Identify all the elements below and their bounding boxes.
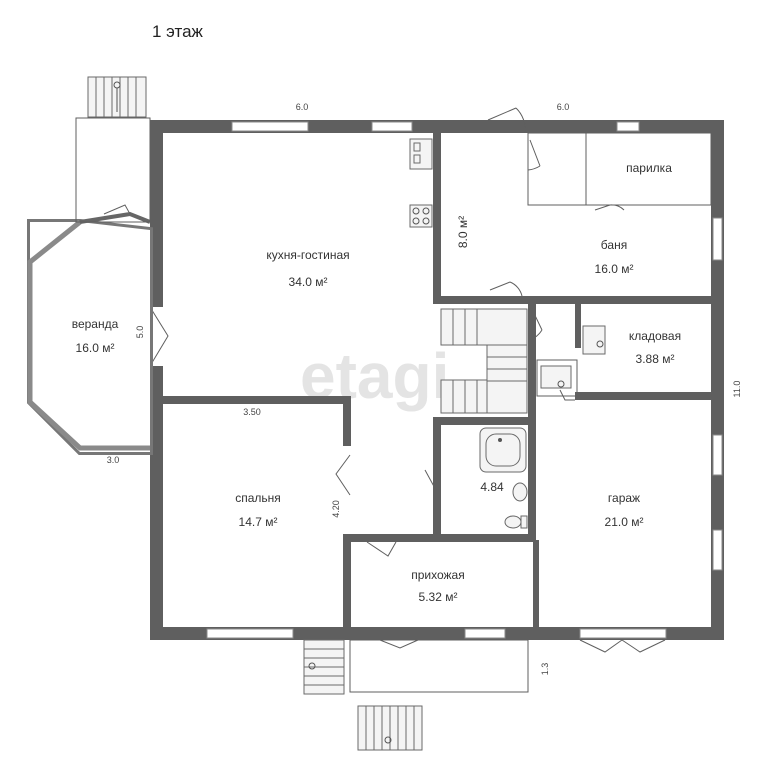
stairs — [87, 76, 606, 751]
interior-walls — [150, 130, 724, 634]
hall-area: 5.32 м² — [419, 590, 458, 604]
garage-area: 21.0 м² — [605, 515, 644, 529]
hall-name: прихожая — [411, 568, 464, 582]
fixtures — [409, 138, 528, 529]
steam-name: парилка — [626, 161, 672, 175]
garage-name: гараж — [608, 491, 640, 505]
windows — [206, 121, 723, 639]
dim-right-side: 11.0 — [732, 381, 742, 398]
bedroom-area: 14.7 м² — [239, 515, 278, 529]
corridor-area: 8.0 м² — [456, 216, 470, 248]
veranda-name: веранда — [72, 317, 119, 331]
kitchen-area: 34.0 м² — [289, 275, 328, 289]
dim-porch: 1.3 — [540, 663, 550, 676]
room-labels: кухня-гостиная 34.0 м² веранда 16.0 м² с… — [72, 161, 681, 604]
dim-bedroom-top: 3.50 — [243, 407, 261, 417]
veranda-area: 16.0 м² — [76, 341, 115, 355]
storage-name: кладовая — [629, 329, 681, 343]
dim-top-right: 6.0 — [557, 102, 570, 112]
dimension-labels: 6.0 6.0 5.0 3.0 3.50 4.20 11.0 1.3 — [107, 102, 742, 675]
bath-area: 4.84 — [480, 480, 504, 494]
storage-area: 3.88 м² — [636, 352, 675, 366]
veranda-structure — [27, 117, 153, 455]
dim-top-left: 6.0 — [296, 102, 309, 112]
doors — [149, 107, 666, 653]
dim-bedroom-side: 4.20 — [331, 500, 341, 518]
sauna-area: 16.0 м² — [595, 262, 634, 276]
sauna-name: баня — [601, 238, 627, 252]
bedroom-name: спальня — [235, 491, 281, 505]
dim-veranda-bottom: 3.0 — [107, 455, 120, 465]
floor-title: 1 этаж — [152, 22, 204, 41]
dim-veranda-wall: 5.0 — [135, 326, 145, 339]
kitchen-name: кухня-гостиная — [266, 248, 349, 262]
